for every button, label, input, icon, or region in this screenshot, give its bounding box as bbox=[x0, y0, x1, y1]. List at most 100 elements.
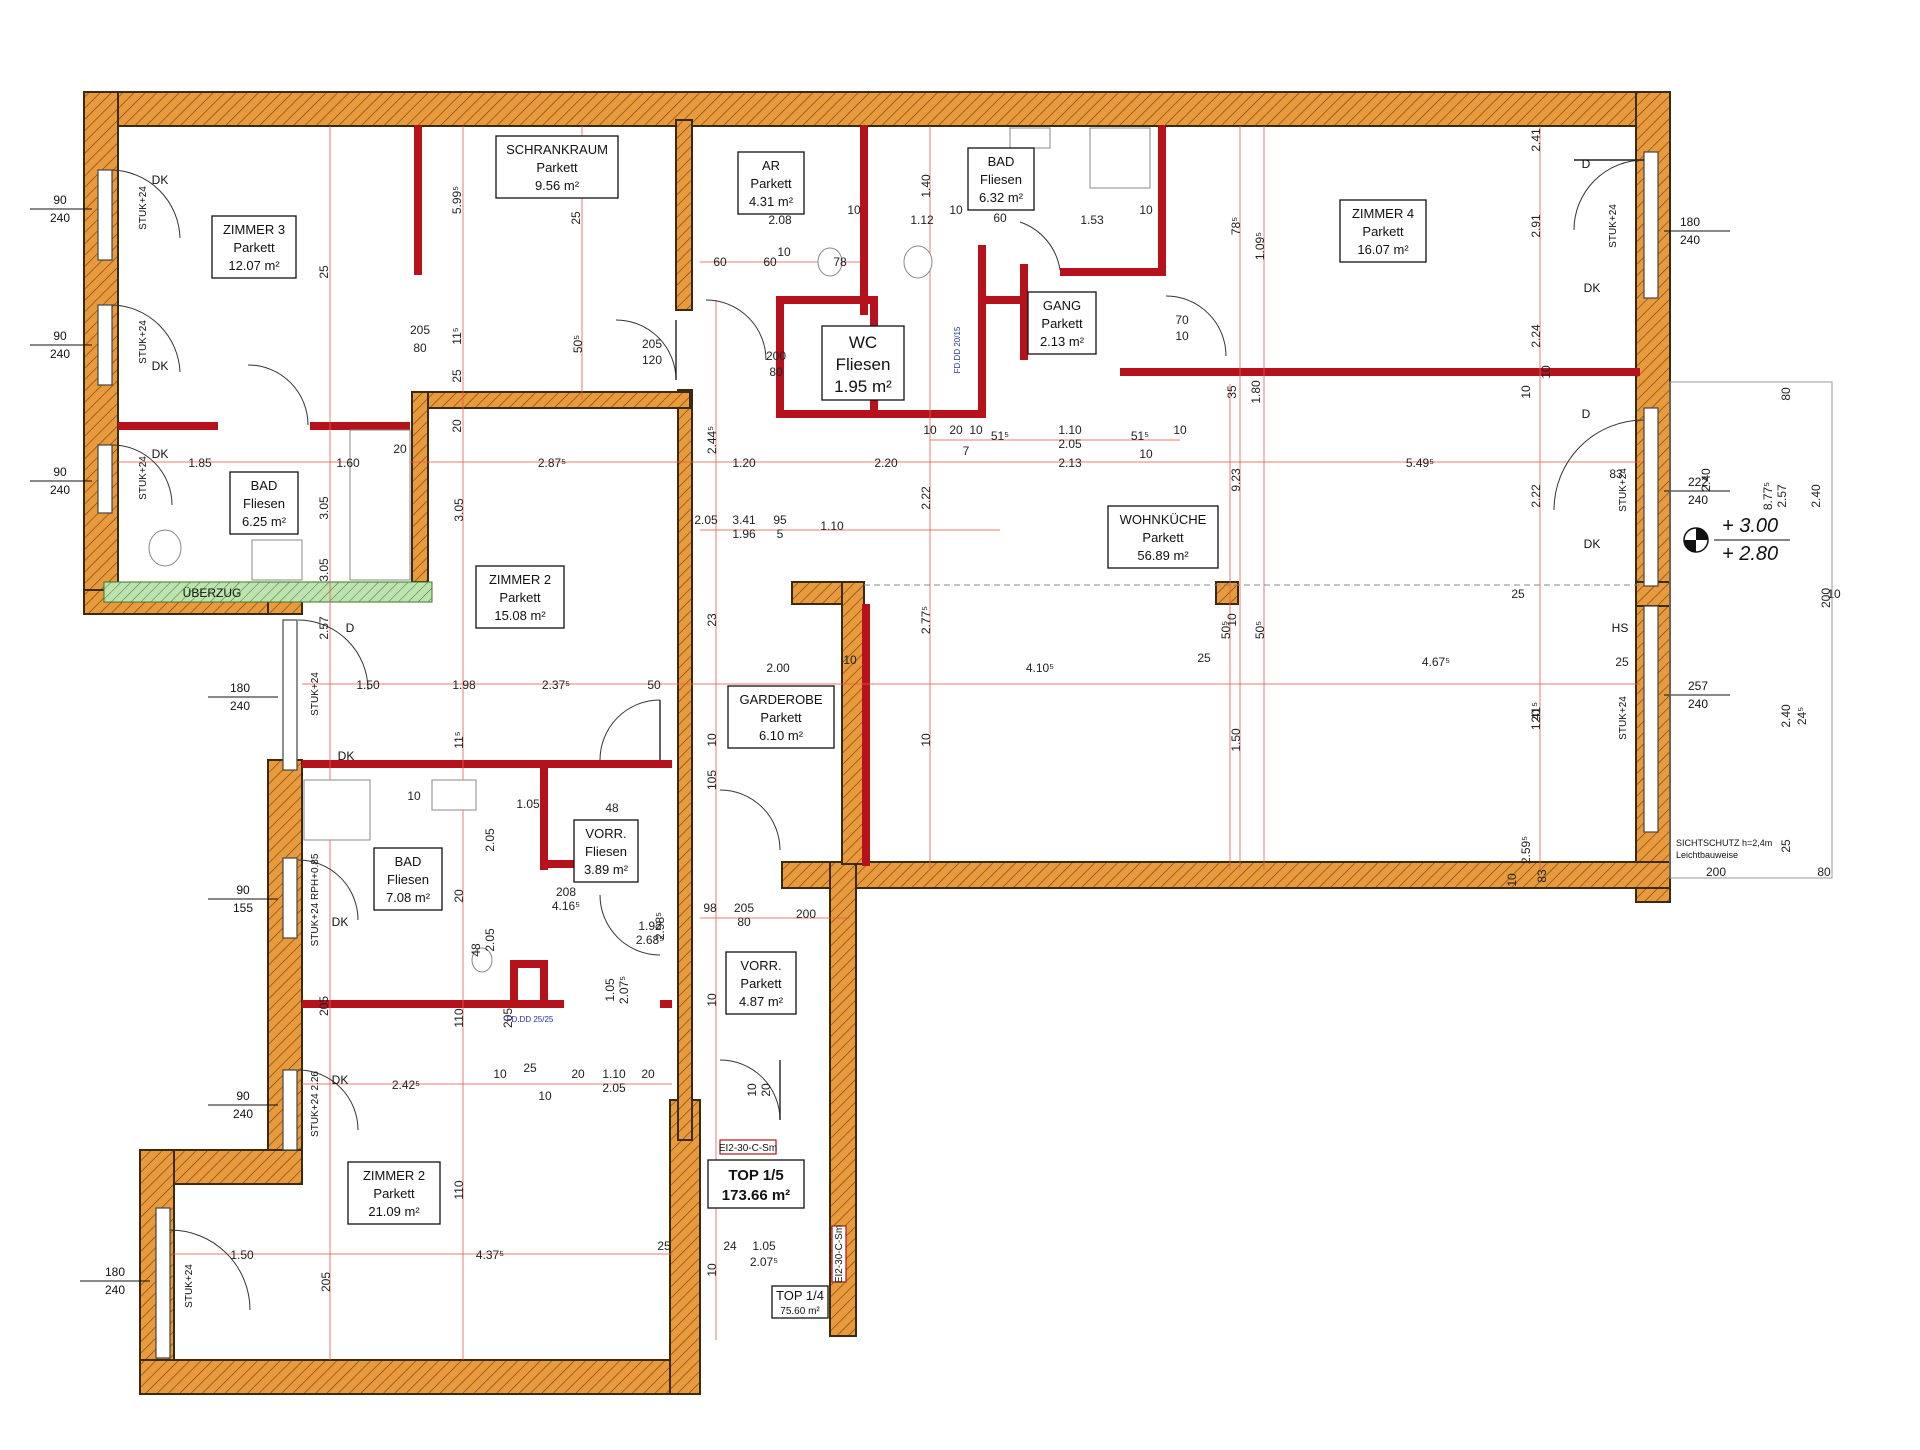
sill-label: STUK+24 bbox=[138, 456, 149, 500]
shaft-note: FD.DD 25/25 bbox=[507, 1015, 554, 1024]
dimension: 205 bbox=[501, 1008, 515, 1028]
dimension: 10 bbox=[1173, 423, 1187, 437]
shaft-note: FD.DD 20/15 bbox=[953, 326, 962, 373]
dimension: 2.91 bbox=[1529, 214, 1543, 238]
dimension: 1.50 bbox=[230, 1248, 254, 1262]
room-area: 56.89 m² bbox=[1137, 548, 1189, 563]
room-floor: Parkett bbox=[373, 1186, 415, 1201]
window-height: 240 bbox=[50, 483, 70, 497]
dimension: 2.68⁵ bbox=[636, 933, 664, 947]
dimension: 2.13 bbox=[1058, 456, 1082, 470]
dimension: 1.12 bbox=[910, 213, 934, 227]
dimension: 10 bbox=[1519, 385, 1533, 399]
room-label-vorraum-parkett: VORR. Parkett 4.87 m² bbox=[725, 951, 797, 1015]
unit-label: TOP 1/5 173.66 m² bbox=[707, 1159, 805, 1209]
dimension: 1.92 bbox=[638, 919, 662, 933]
window-width: 180 bbox=[1680, 215, 1700, 229]
terrace-outline bbox=[1669, 381, 1833, 879]
room-label-vorraum-fliesen: VORR. Fliesen 3.89 m² bbox=[573, 819, 639, 883]
room-floor: Parkett bbox=[233, 240, 275, 255]
room-name: BAD bbox=[395, 854, 422, 869]
dimension: 3.05 bbox=[452, 498, 466, 522]
room-area: 7.08 m² bbox=[386, 890, 431, 905]
reference-lines bbox=[118, 126, 1640, 1360]
dimension: 2.40 bbox=[1809, 484, 1823, 508]
ueberzug-beam bbox=[103, 581, 433, 603]
dk-label: DK bbox=[1584, 281, 1601, 295]
dimension: 83 bbox=[1609, 467, 1623, 481]
dk-label: DK bbox=[152, 447, 169, 461]
dimension: 2.37⁵ bbox=[542, 678, 570, 692]
room-label-garderobe: GARDEROBE Parkett 6.10 m² bbox=[727, 685, 835, 749]
dimensions-row-1: 1.85 1.60 2.87⁵ 20 1.20 2.20 7 2.13 10 5… bbox=[188, 442, 1434, 470]
dimension: 10 bbox=[1225, 613, 1239, 627]
room-floor: Parkett bbox=[536, 160, 578, 175]
dimension: 2.87⁵ bbox=[538, 456, 566, 470]
window-width: 180 bbox=[230, 681, 250, 695]
dimension: 8.77⁵ bbox=[1761, 482, 1775, 510]
dimension: 4.16⁵ bbox=[552, 899, 580, 913]
room-floor: Parkett bbox=[1362, 224, 1404, 239]
room-area: 6.10 m² bbox=[759, 728, 804, 743]
dimension: 10 bbox=[407, 789, 421, 803]
dimensions-row-3: 2.42⁵ 10 25 20 1.10 20 10 2.05 bbox=[392, 1061, 655, 1103]
dimension: 1.40 bbox=[919, 174, 933, 198]
dimension: 1.60 bbox=[336, 456, 360, 470]
dimension: 48 bbox=[469, 943, 483, 957]
room-area: 16.07 m² bbox=[1357, 242, 1409, 257]
hs-label: HS bbox=[1612, 621, 1629, 635]
dimension: 2.22 bbox=[919, 486, 933, 510]
room-name: VORR. bbox=[585, 826, 626, 841]
dimension: 10 bbox=[1539, 365, 1553, 379]
room-name: BAD bbox=[988, 154, 1015, 169]
dimension: 2.24 bbox=[1529, 324, 1543, 348]
dimension: 1.10 bbox=[1058, 423, 1082, 437]
room-label-zimmer-4: ZIMMER 4 Parkett 16.07 m² bbox=[1339, 199, 1427, 263]
dimension: 20 bbox=[393, 442, 407, 456]
dimensions-row-4: 1.50 4.37⁵ 25 24 1.05 2.07⁵ bbox=[230, 1239, 778, 1269]
room-labels: ZIMMER 3 Parkett 12.07 m² SCHRANKRAUM Pa… bbox=[211, 135, 1427, 1225]
dimension: 10 bbox=[1139, 447, 1153, 461]
room-area: 2.13 m² bbox=[1040, 334, 1085, 349]
room-floor: Fliesen bbox=[585, 844, 627, 859]
dimension: 208 bbox=[556, 885, 576, 899]
window-width: 90 bbox=[236, 883, 250, 897]
dimension: 24 bbox=[723, 1239, 737, 1253]
dimension: 2.57 bbox=[317, 616, 331, 640]
window-height: 240 bbox=[1688, 697, 1708, 711]
neighbor-unit-name: TOP 1/4 bbox=[776, 1288, 824, 1303]
dk-label: DK bbox=[152, 173, 169, 187]
room-label-zimmer-3: ZIMMER 3 Parkett 12.07 m² bbox=[211, 215, 297, 279]
neighbor-unit-area: 75.60 m² bbox=[780, 1306, 820, 1317]
dimension: 83 bbox=[1535, 869, 1549, 883]
dimension: 25 bbox=[657, 1239, 671, 1253]
dimension: 10 bbox=[1827, 587, 1841, 601]
room-name: WOHNKÜCHE bbox=[1120, 512, 1207, 527]
dimension: 2.05 bbox=[483, 928, 497, 952]
room-area: 6.32 m² bbox=[979, 190, 1024, 205]
room-name: WC bbox=[849, 333, 877, 352]
window-width: 222 bbox=[1688, 475, 1708, 489]
dimension: 78 bbox=[833, 255, 847, 269]
dimension: 20 bbox=[641, 1067, 655, 1081]
dimension: 20 bbox=[949, 423, 963, 437]
neighbor-unit-label: TOP 1/4 75.60 m² bbox=[771, 1285, 829, 1319]
dimension: 95 bbox=[773, 513, 787, 527]
window-height: 240 bbox=[230, 699, 250, 713]
sill-label: STUK+24 bbox=[1618, 468, 1629, 512]
dimension: 1.50 bbox=[1229, 728, 1243, 752]
dimension: 1.80 bbox=[1249, 380, 1263, 404]
room-area: 4.87 m² bbox=[739, 994, 784, 1009]
dimension: 10 bbox=[1505, 873, 1519, 887]
dimension: 2.05 bbox=[483, 828, 497, 852]
dimension: 1.05 bbox=[752, 1239, 776, 1253]
dimension: 2.00 bbox=[766, 661, 790, 675]
room-label-bad-lower: BAD Fliesen 7.08 m² bbox=[373, 847, 443, 911]
dimension: 1.09⁵ bbox=[1253, 232, 1267, 260]
dimension: 10 bbox=[705, 733, 719, 747]
dimension: 25 bbox=[1511, 587, 1525, 601]
dimension: 35 bbox=[1225, 385, 1239, 399]
window-width: 257 bbox=[1688, 679, 1708, 693]
dimension: 2.05 bbox=[694, 513, 718, 527]
